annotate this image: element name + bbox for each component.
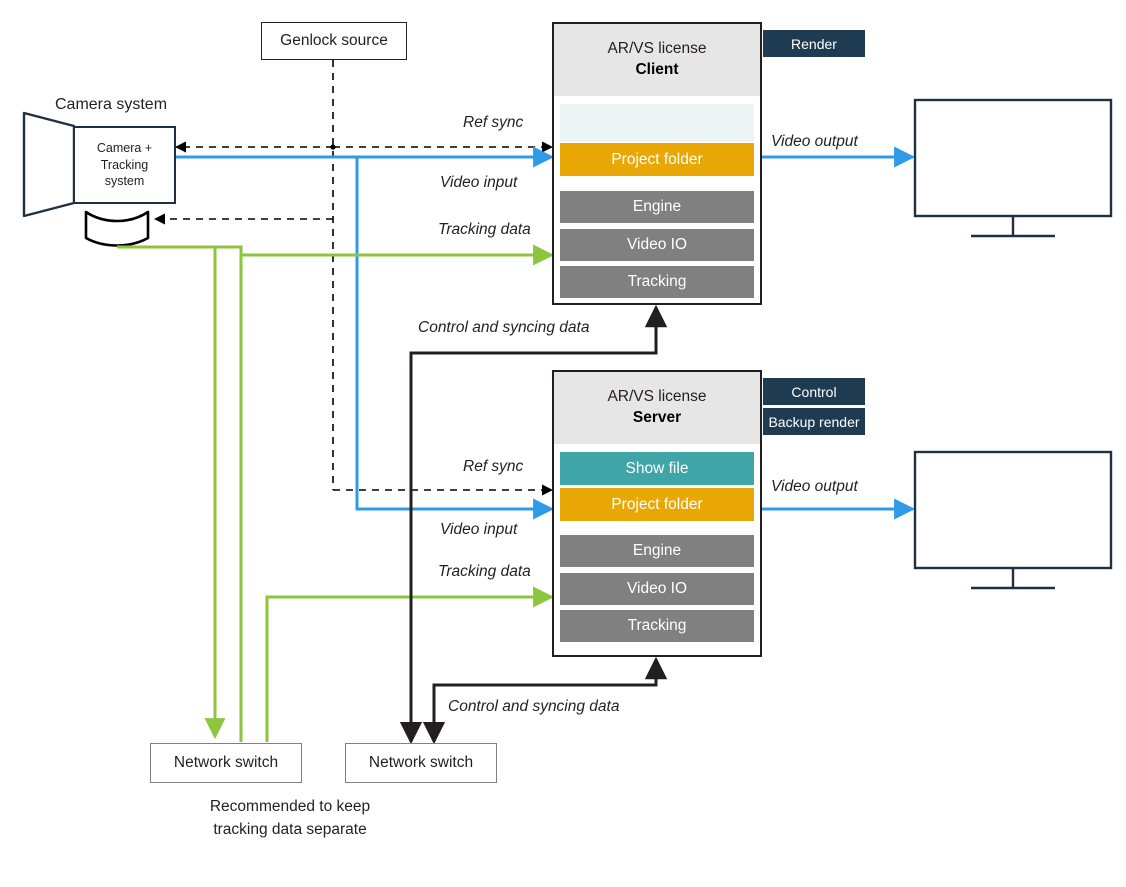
client-bar-project-folder: Project folder [560, 143, 754, 176]
label-video-input-server: Video input [440, 521, 518, 538]
camera-system-title: Camera system [55, 96, 168, 113]
client-bar-engine: Engine [560, 191, 754, 223]
network-switch-tracking: Network switch [150, 743, 302, 783]
server-badge-control: Control [763, 378, 865, 405]
label-video-output-client: Video output [771, 133, 858, 150]
server-badge-backup-render: Backup render [763, 408, 865, 435]
server-bar-engine: Engine [560, 535, 754, 567]
server-header: AR/VS license Server [554, 372, 760, 444]
label-ref-sync-server: Ref sync [463, 458, 524, 475]
server-monitor [913, 450, 1113, 590]
genlock-junction-dot [330, 144, 336, 150]
lens-icon [84, 210, 150, 247]
client-bar-tracking: Tracking [560, 266, 754, 298]
footnote-line-1: Recommended to keep [209, 798, 371, 815]
camera-box-line-3: system [104, 174, 145, 189]
label-ref-sync-client: Ref sync [463, 114, 524, 131]
footnote-line-2: tracking data separate [213, 821, 367, 839]
server-bar-video-io: Video IO [560, 573, 754, 605]
client-bar-video-io: Video IO [560, 229, 754, 261]
label-video-input-client: Video input [440, 174, 518, 191]
client-role-label: Client [635, 61, 679, 78]
label-video-output-server: Video output [771, 478, 858, 495]
server-role-label: Server [632, 409, 682, 426]
camera-box-line-1: Camera + [96, 140, 153, 155]
camera-tracking-system-box: Camera + Tracking system [73, 126, 176, 204]
genlock-source-box: Genlock source [261, 22, 407, 60]
server-bar-tracking: Tracking [560, 610, 754, 642]
client-monitor [913, 98, 1113, 238]
client-license-label: AR/VS license [607, 40, 707, 58]
footnote: Recommended to keep tracking data separa… [150, 795, 430, 842]
server-bar-project-folder: Project folder [560, 488, 754, 521]
client-badge-render: Render [763, 30, 865, 57]
label-tracking-data-server: Tracking data [438, 563, 531, 580]
client-bar-empty [560, 104, 754, 142]
label-tracking-data-client: Tracking data [438, 221, 531, 238]
label-control-sync-client: Control and syncing data [418, 319, 590, 336]
label-control-sync-server: Control and syncing data [448, 698, 620, 715]
camera-box-line-2: Tracking [100, 157, 149, 172]
tracking-data-server-line [265, 586, 555, 742]
server-bar-show-file: Show file [560, 452, 754, 485]
camera-icon [22, 111, 76, 218]
video-input-server-line [355, 157, 555, 520]
control-sync-client-line [409, 304, 668, 742]
tracking-to-switch-line [117, 245, 226, 740]
network-switch-control: Network switch [345, 743, 497, 783]
server-license-label: AR/VS license [607, 388, 707, 406]
client-header: AR/VS license Client [554, 24, 760, 96]
